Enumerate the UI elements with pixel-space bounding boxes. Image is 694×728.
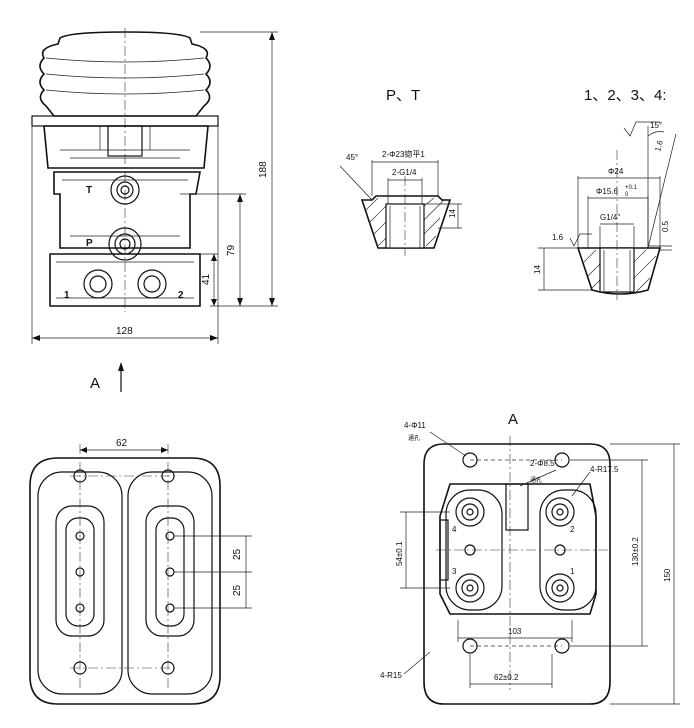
svg-text:通孔: 通孔: [408, 434, 420, 442]
section-PT-title: P、T: [386, 87, 420, 104]
svg-text:62: 62: [116, 438, 128, 449]
port-1-circle: [83, 269, 113, 299]
view-A: A 4 2 3 1 4-Φ11 通孔: [380, 411, 680, 705]
section-1234-hatch: [583, 249, 657, 293]
dim-79: 79: [180, 193, 246, 306]
view-arrow-A: A: [90, 362, 124, 392]
view-A-port-1: 1: [570, 567, 575, 576]
bottom-ports: [75, 531, 175, 613]
view-A-title: A: [508, 411, 518, 428]
section-1234: 1、2、3、4: 15° 1.6 Φ24 Φ15.6 +0.1 0: [533, 87, 677, 300]
front-view: T P 1 2 188 79: [31, 28, 278, 344]
port-2-circle: [137, 269, 167, 299]
svg-text:15°: 15°: [650, 121, 662, 130]
svg-text:0.5: 0.5: [661, 220, 670, 232]
svg-text:4-R15: 4-R15: [380, 671, 402, 680]
view-A-ports: [455, 497, 575, 603]
bottom-view: 62 25 25: [29, 438, 252, 705]
port-P-label: P: [86, 238, 93, 249]
svg-text:G1/4": G1/4": [600, 213, 620, 222]
section-1234-body: [576, 247, 662, 295]
svg-text:0: 0: [625, 192, 629, 198]
svg-text:4-Φ11: 4-Φ11: [404, 421, 426, 430]
port-T-label: T: [86, 185, 92, 196]
svg-text:Φ24: Φ24: [608, 167, 624, 176]
view-A-port-4: 4: [452, 525, 457, 534]
svg-text:14: 14: [533, 265, 542, 274]
svg-text:103: 103: [508, 627, 522, 636]
svg-text:2-Φ23锪平1: 2-Φ23锪平1: [382, 149, 425, 159]
dim-128: 128: [31, 126, 219, 344]
svg-text:128: 128: [116, 326, 133, 337]
port-T-circle: [110, 175, 140, 205]
dim-41: 41: [200, 253, 218, 306]
svg-text:1.6: 1.6: [653, 139, 665, 153]
svg-text:+0.1: +0.1: [625, 185, 638, 191]
bottom-pad-right: [127, 471, 213, 695]
svg-text:2-Φ8.5: 2-Φ8.5: [530, 459, 555, 468]
bottom-outline: [29, 457, 221, 705]
port-2-label: 2: [178, 290, 184, 301]
view-arrow-label: A: [90, 375, 100, 392]
section-PT-hatch: [365, 197, 445, 247]
dim-188: 188: [200, 31, 278, 307]
svg-text:130±0.2: 130±0.2: [631, 537, 640, 566]
port-P-circle: [108, 227, 142, 261]
svg-text:Φ15.6: Φ15.6: [596, 187, 619, 196]
svg-text:1.6: 1.6: [552, 233, 564, 242]
lower-block: [49, 253, 201, 307]
svg-text:14: 14: [448, 209, 457, 218]
svg-text:2-G1/4: 2-G1/4: [392, 168, 417, 177]
svg-text:188: 188: [258, 161, 269, 178]
valve-body: [53, 171, 201, 249]
upper-housing: [43, 125, 209, 169]
svg-text:41: 41: [201, 273, 212, 285]
view-A-outline: [423, 443, 611, 705]
section-1234-title: 1、2、3、4:: [584, 87, 667, 104]
svg-text:25: 25: [232, 548, 243, 560]
svg-text:通孔: 通孔: [530, 476, 542, 484]
svg-text:150: 150: [663, 568, 672, 582]
svg-text:4-R17.5: 4-R17.5: [590, 465, 619, 474]
view-A-mount-holes: [462, 452, 570, 654]
view-A-port-2: 2: [570, 525, 575, 534]
view-A-port-3: 3: [452, 567, 457, 576]
bottom-mount-holes: [70, 444, 178, 690]
port-1-label: 1: [64, 290, 70, 301]
svg-text:54±0.1: 54±0.1: [395, 541, 404, 566]
svg-text:62±0.2: 62±0.2: [494, 673, 519, 682]
section-PT: P、T 45° 2-Φ23锪平1 2-G1/4: [339, 87, 462, 256]
svg-text:79: 79: [226, 244, 237, 256]
svg-text:25: 25: [232, 584, 243, 596]
svg-text:45°: 45°: [346, 153, 358, 162]
